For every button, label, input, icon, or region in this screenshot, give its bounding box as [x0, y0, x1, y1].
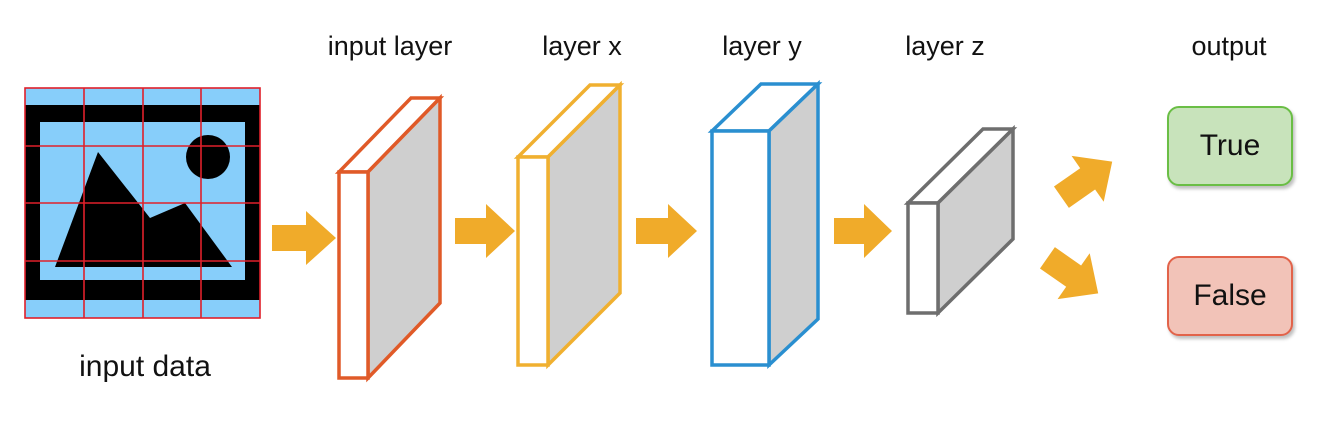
layer-y-side	[767, 79, 820, 370]
layer-y-block	[707, 79, 823, 370]
arrow-right-icon	[834, 204, 892, 258]
layer-z-label: layer z	[905, 31, 985, 61]
image-frame	[25, 105, 260, 300]
image-mountains	[55, 152, 232, 267]
image-grid	[24, 87, 261, 319]
layer-y-front	[710, 129, 771, 367]
layer-z-block	[903, 124, 1018, 318]
input-layer-label: input layer	[327, 31, 453, 61]
arrow-right-icon	[455, 204, 515, 258]
layer-x-front	[516, 155, 550, 367]
layer-z-front	[906, 201, 940, 315]
layer-y-label: layer y	[722, 31, 802, 61]
input-image-icon	[24, 87, 261, 319]
output-false-box: False	[1167, 256, 1293, 336]
arrow-right-icon	[636, 204, 697, 258]
output-true-box: True	[1167, 106, 1293, 186]
arrow-down-right-icon	[1039, 247, 1099, 300]
arrow-up-right-icon	[1053, 155, 1113, 208]
input-layer-block	[334, 93, 445, 383]
output-false-label: False	[1193, 279, 1267, 312]
arrow-right-icon	[272, 211, 336, 265]
input-data-label: input data	[79, 350, 211, 383]
layer-x-block	[513, 80, 625, 370]
output-true-label: True	[1199, 129, 1261, 162]
layer-x-label: layer x	[542, 31, 622, 61]
image-sun	[186, 135, 230, 179]
input-layer-front	[337, 170, 370, 380]
output-label: output	[1191, 31, 1267, 61]
